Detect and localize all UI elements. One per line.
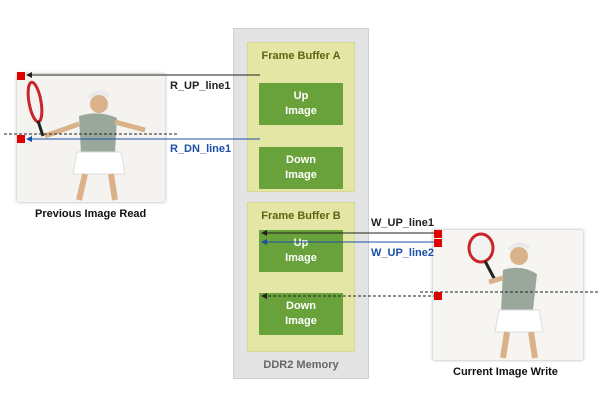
w-up-line2-label: W_UP_line2 (371, 247, 434, 259)
tennis-player-illustration-right (433, 230, 583, 360)
previous-image-caption: Previous Image Read (35, 208, 147, 220)
frame-buffer-b-up-image: Up Image (259, 230, 343, 272)
previous-image-photo (17, 74, 165, 202)
frame-buffer-b-down-image: Down Image (259, 293, 343, 335)
frame-buffer-a-title: Frame Buffer A (261, 50, 341, 62)
r-up-line-label: R_UP_line1 (170, 80, 231, 92)
marker-right-up1 (434, 230, 442, 238)
ddr2-memory-block: Frame Buffer A Up Image Down Image Frame… (233, 28, 369, 379)
r-dn-line-label: R_DN_line1 (170, 143, 232, 155)
marker-left-down (17, 135, 25, 143)
frame-buffer-a: Frame Buffer A Up Image Down Image (247, 42, 355, 192)
current-image-caption: Current Image Write (453, 366, 558, 378)
marker-right-up2 (434, 239, 442, 247)
frame-buffer-b: Frame Buffer B Up Image Down Image (247, 202, 355, 352)
ddr2-memory-label: DDR2 Memory (263, 359, 339, 371)
frame-buffer-b-title: Frame Buffer B (261, 210, 341, 222)
marker-left-up (17, 72, 25, 80)
marker-right-down (434, 292, 442, 300)
frame-buffer-a-down-image: Down Image (259, 147, 343, 189)
w-up-line1-label: W_UP_line1 (371, 217, 434, 229)
current-image-photo (433, 230, 583, 360)
frame-buffer-a-up-image: Up Image (259, 83, 343, 125)
